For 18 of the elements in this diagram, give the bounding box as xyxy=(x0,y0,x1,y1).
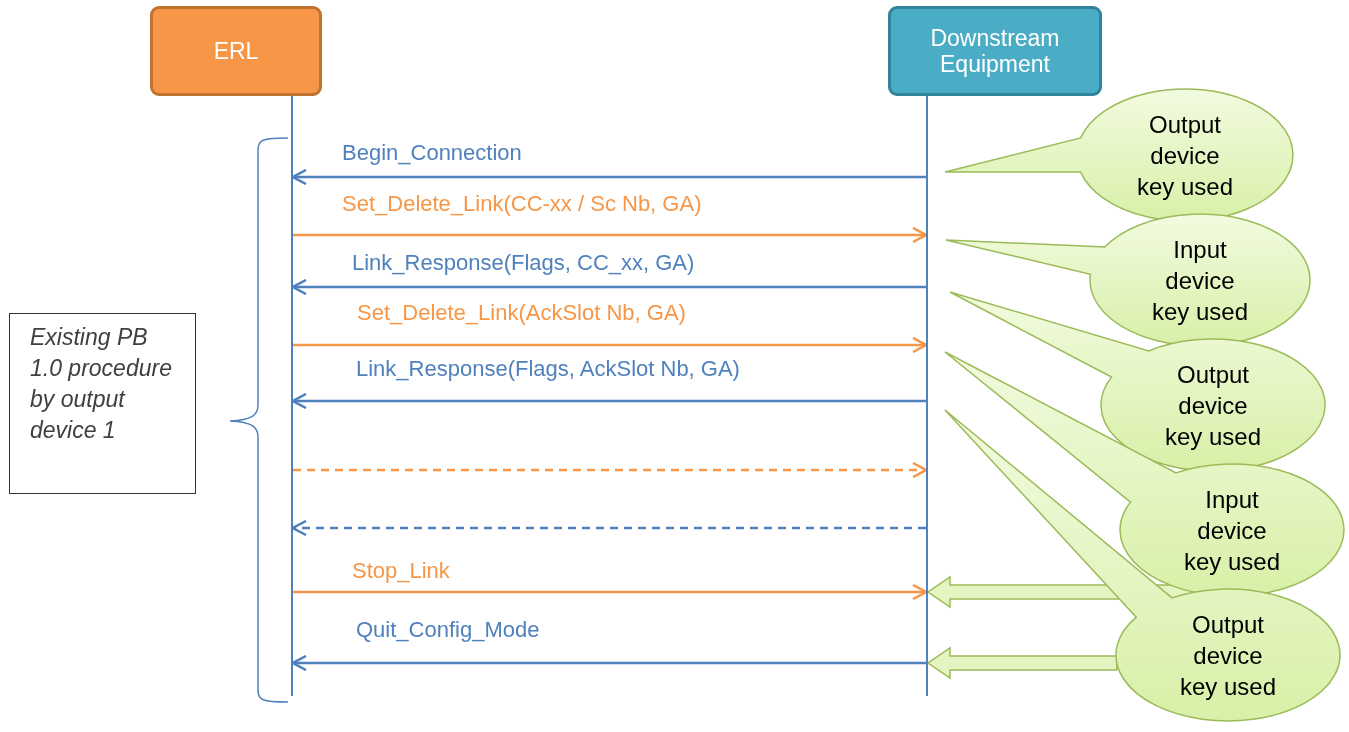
message-arrow xyxy=(291,519,926,537)
message-arrow xyxy=(291,392,926,410)
message-arrow xyxy=(293,336,928,354)
block-arrow xyxy=(926,646,1118,680)
message-arrow xyxy=(293,583,928,601)
lifeline xyxy=(291,96,293,696)
participant-box: ERL xyxy=(150,6,322,96)
message-arrow xyxy=(291,168,926,186)
message-arrow xyxy=(293,461,928,479)
message-arrow xyxy=(293,226,928,244)
message-arrow xyxy=(291,654,926,672)
note-box: Existing PB 1.0 procedure by output device 1 xyxy=(9,313,196,494)
callout-text: Output device key used xyxy=(1135,109,1235,202)
lifeline xyxy=(926,96,928,696)
participant-box: Downstream Equipment xyxy=(888,6,1102,96)
message-arrow xyxy=(291,278,926,296)
callout-text: Output device key used xyxy=(1178,609,1278,702)
callout-text: Input device key used xyxy=(1150,234,1250,327)
